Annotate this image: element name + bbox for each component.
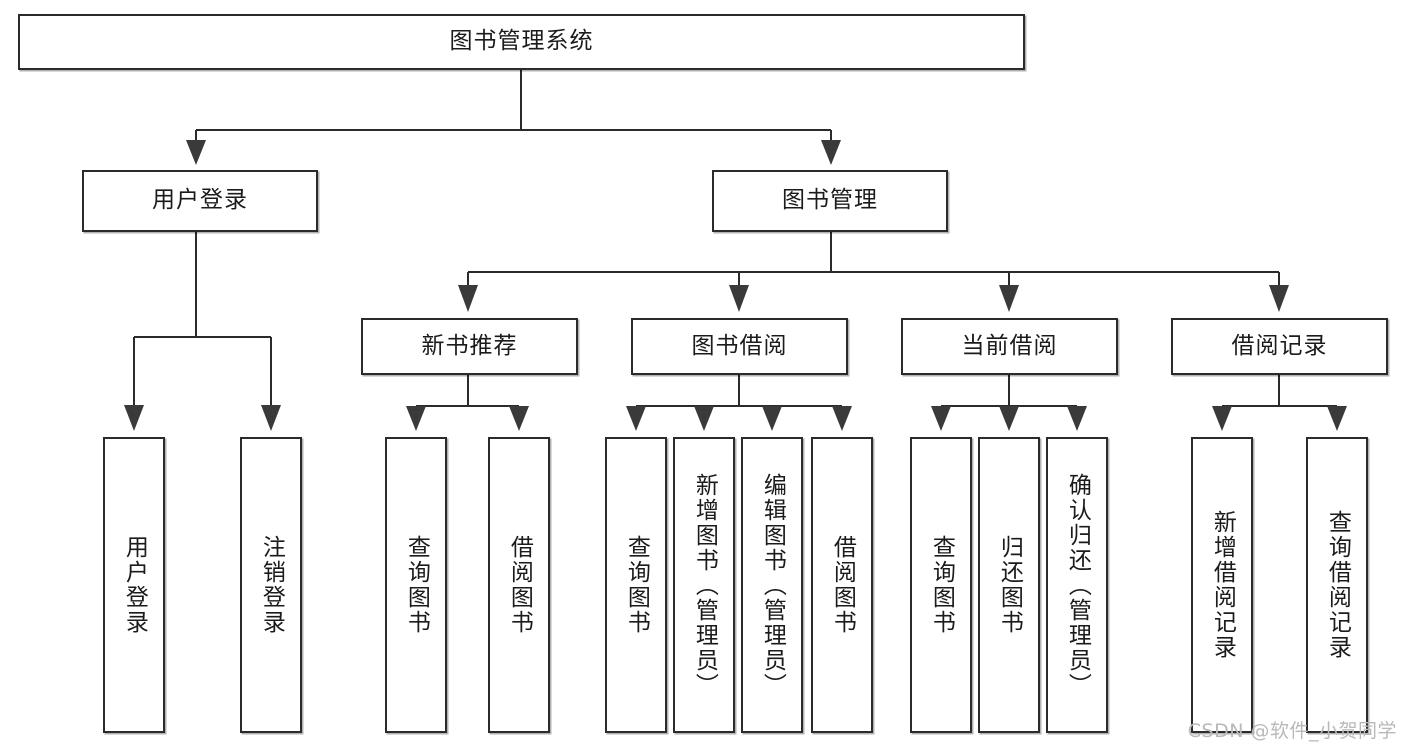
node-label: 确认归还（管理员）: [1064, 472, 1091, 698]
node-label: 新增借阅记录: [1209, 510, 1236, 660]
node-label: 图书借阅: [691, 332, 788, 359]
node-current-borrow[interactable]: 当前借阅: [901, 318, 1118, 375]
node-label: 用户登录: [121, 535, 148, 635]
node-borrow-record[interactable]: 借阅记录: [1171, 318, 1388, 375]
node-book-borrow[interactable]: 图书借阅: [631, 318, 848, 375]
leaf-book-borrow-query-book[interactable]: 查询图书: [605, 437, 667, 733]
node-label: 当前借阅: [961, 332, 1058, 359]
leaf-book-borrow-add-book-admin[interactable]: 新增图书（管理员）: [673, 437, 735, 733]
node-label: 编辑图书（管理员）: [759, 472, 786, 698]
leaf-user-login-login[interactable]: 用户登录: [103, 437, 165, 733]
node-label: 用户登录: [152, 187, 248, 214]
csdn-watermark: CSDN @软件_小贺同学: [1187, 720, 1397, 742]
node-label: 查询图书: [623, 535, 650, 635]
leaf-borrow-record-query-record[interactable]: 查询借阅记录: [1306, 437, 1368, 733]
leaf-current-borrow-confirm-return-admin[interactable]: 确认归还（管理员）: [1046, 437, 1108, 733]
node-new-book-recommend[interactable]: 新书推荐: [361, 318, 578, 375]
leaf-book-borrow-borrow-book[interactable]: 借阅图书: [811, 437, 873, 733]
node-label: 新增图书（管理员）: [691, 472, 718, 698]
leaf-current-borrow-return-book[interactable]: 归还图书: [978, 437, 1040, 733]
node-label: 图书管理系统: [449, 28, 594, 55]
leaf-current-borrow-query-book[interactable]: 查询图书: [910, 437, 972, 733]
leaf-new-book-borrow-book[interactable]: 借阅图书: [488, 437, 550, 733]
leaf-new-book-query-book[interactable]: 查询图书: [385, 437, 447, 733]
node-user-login[interactable]: 用户登录: [82, 170, 318, 232]
node-label: 查询图书: [403, 535, 430, 635]
leaf-borrow-record-add-record[interactable]: 新增借阅记录: [1191, 437, 1253, 733]
node-label: 借阅记录: [1231, 332, 1328, 359]
node-label: 新书推荐: [421, 332, 518, 359]
node-book-management[interactable]: 图书管理: [712, 170, 948, 232]
node-label: 归还图书: [996, 535, 1023, 635]
node-label: 图书管理: [782, 187, 878, 214]
node-label: 借阅图书: [829, 535, 856, 635]
leaf-book-borrow-edit-book-admin[interactable]: 编辑图书（管理员）: [741, 437, 803, 733]
leaf-user-login-logout[interactable]: 注销登录: [240, 437, 302, 733]
node-label: 查询图书: [928, 535, 955, 635]
node-root-book-management-system[interactable]: 图书管理系统: [18, 14, 1025, 70]
node-label: 借阅图书: [506, 535, 533, 635]
node-label: 查询借阅记录: [1324, 510, 1351, 660]
node-label: 注销登录: [258, 535, 285, 635]
